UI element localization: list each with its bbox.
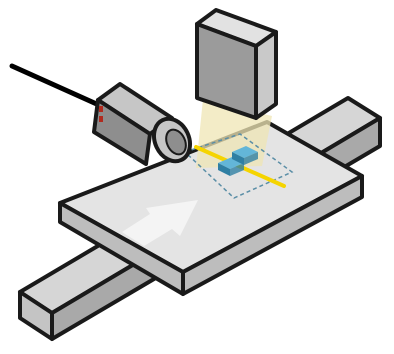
camera bbox=[9, 63, 192, 166]
direction-arrow bbox=[122, 200, 198, 246]
camera-body bbox=[92, 98, 152, 166]
workpiece-right bbox=[230, 163, 244, 176]
stage-right-side bbox=[181, 174, 364, 296]
workpiece-right bbox=[244, 152, 258, 165]
light-source-side bbox=[254, 30, 278, 120]
workpiece-top bbox=[232, 146, 258, 158]
inspection-stage bbox=[58, 120, 364, 296]
camera-indicator-bottom bbox=[99, 116, 103, 122]
workpiece-back bbox=[232, 146, 258, 165]
scan-area-outline bbox=[183, 133, 294, 199]
workpieces bbox=[218, 146, 258, 176]
camera-lens-glass bbox=[165, 128, 187, 156]
overhead-light-source bbox=[195, 8, 278, 120]
rail-end-face bbox=[18, 290, 54, 341]
camera-indicator-top bbox=[99, 106, 103, 112]
light-source-front bbox=[195, 22, 258, 120]
camera-cable bbox=[9, 63, 113, 113]
workpiece-left bbox=[232, 152, 244, 165]
workpiece-left bbox=[218, 163, 230, 176]
